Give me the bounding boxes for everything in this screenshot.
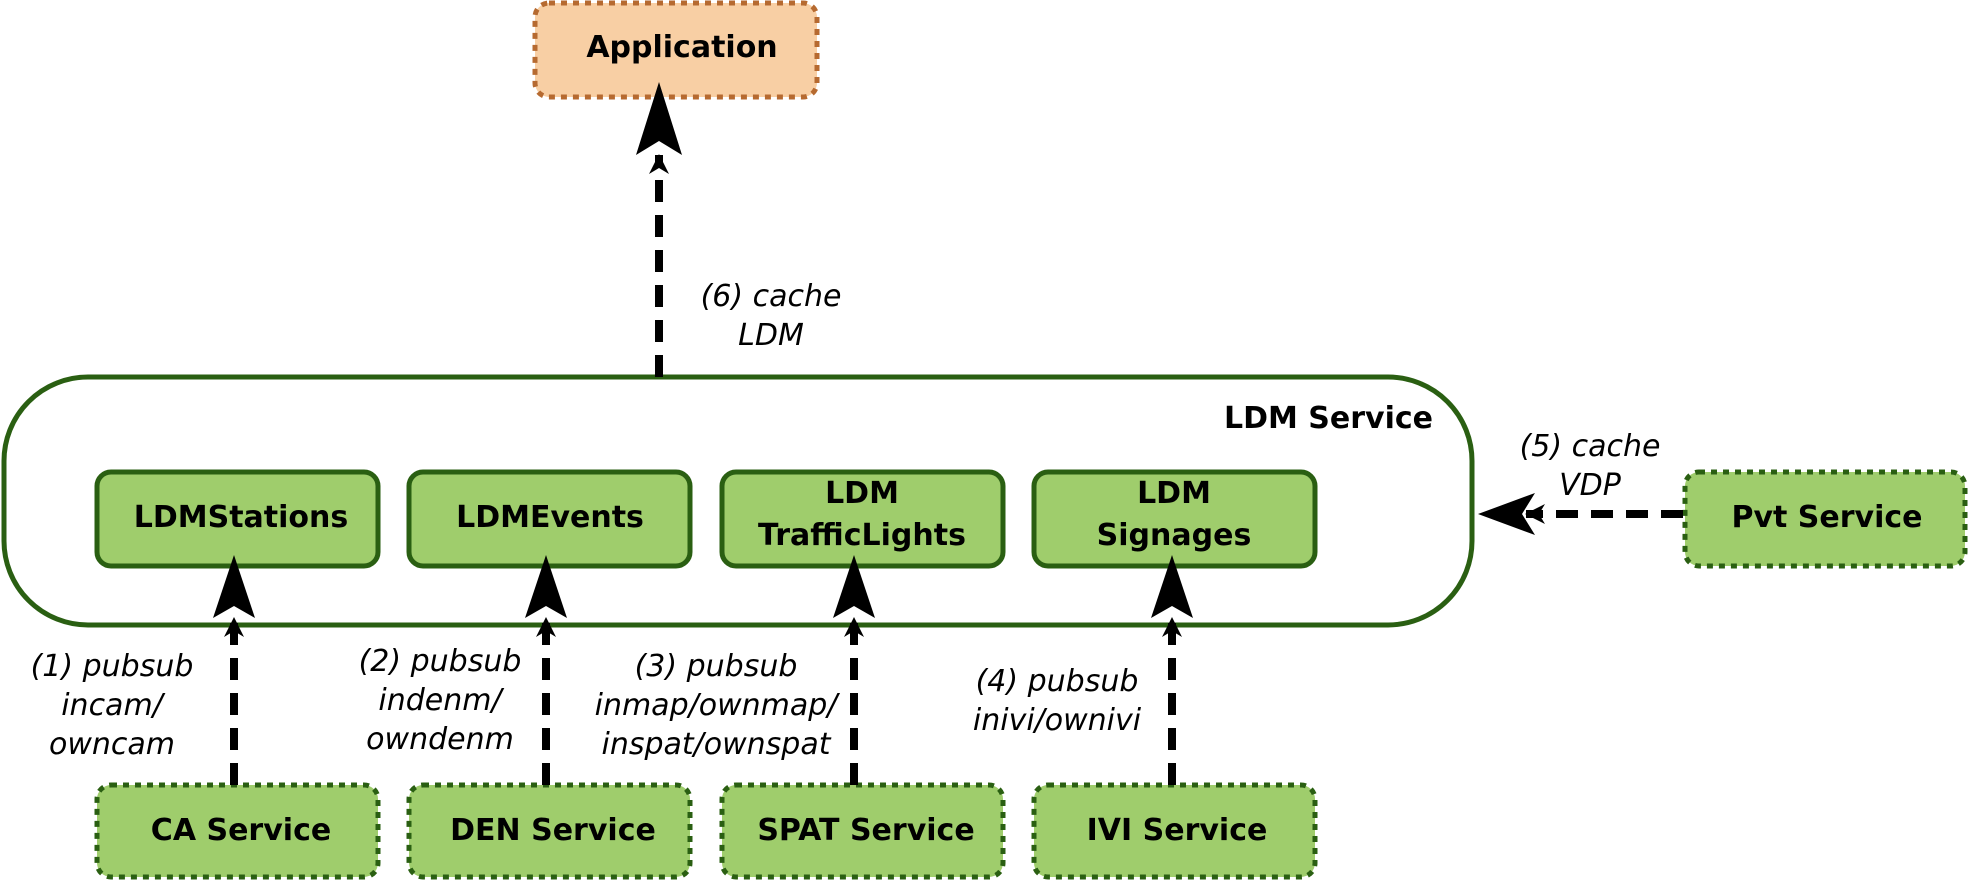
ldm-signages-label-1: LDM — [1137, 476, 1211, 511]
ldm-module-traffic-lights[interactable]: LDM TrafficLights — [719, 469, 1006, 569]
arrowhead-spat — [833, 555, 875, 618]
ldm-traffic-lights-label-2: TrafficLights — [758, 518, 966, 553]
ldm-signages-label-2: Signages — [1097, 518, 1252, 553]
ldm-module-signages[interactable]: LDM Signages — [1031, 469, 1318, 569]
ca-service-label: CA Service — [151, 813, 331, 848]
svg-text:inspat/ownspat: inspat/ownspat — [602, 727, 832, 762]
arrowhead-ivi — [1151, 555, 1193, 618]
svg-text:incam/: incam/ — [61, 688, 165, 723]
den-service-label: DEN Service — [450, 813, 656, 848]
svg-text:(5) cache: (5) cache — [1520, 429, 1661, 464]
spat-service-label: SPAT Service — [757, 813, 974, 848]
svg-text:VDP: VDP — [1559, 468, 1622, 503]
pvt-service-label: Pvt Service — [1731, 500, 1922, 535]
svg-text:indenm/: indenm/ — [378, 683, 504, 718]
ldm-service-title: LDM Service — [1224, 401, 1433, 436]
pvt-service-box[interactable]: Pvt Service — [1682, 469, 1968, 569]
ldm-module-stations[interactable]: LDMStations — [94, 469, 381, 569]
svg-text:(4) pubsub: (4) pubsub — [976, 664, 1139, 699]
ivi-service-label: IVI Service — [1087, 813, 1268, 848]
edge-label-4: (4) pubsub inivi/ownivi — [973, 664, 1142, 738]
ldm-events-label: LDMEvents — [456, 500, 644, 535]
edge-label-5: (5) cache VDP — [1520, 429, 1661, 503]
svg-text:inivi/ownivi: inivi/ownivi — [973, 703, 1142, 738]
application-box[interactable] — [532, 0, 820, 100]
edge-label-1: (1) pubsub incam/ owncam — [31, 649, 194, 762]
ldm-module-events[interactable]: LDMEvents — [406, 469, 693, 569]
svg-text:(3) pubsub: (3) pubsub — [635, 649, 798, 684]
edge-label-2: (2) pubsub indenm/ owndenm — [359, 644, 522, 757]
application-label: Application — [586, 30, 777, 65]
arrowhead-den — [525, 555, 567, 618]
svg-text:inmap/ownmap/: inmap/ownmap/ — [595, 688, 841, 723]
svg-text:(2) pubsub: (2) pubsub — [359, 644, 522, 679]
arrowhead-pvt — [1478, 493, 1535, 535]
ivi-service-box[interactable]: IVI Service — [1031, 782, 1318, 880]
svg-text:owndenm: owndenm — [366, 722, 514, 757]
edge-label-6: (6) cache LDM — [701, 279, 842, 353]
ldm-stations-label: LDMStations — [134, 500, 349, 535]
spat-service-box[interactable]: SPAT Service — [719, 782, 1006, 880]
ldm-traffic-lights-label-1: LDM — [825, 476, 899, 511]
svg-text:LDM: LDM — [738, 318, 804, 353]
den-service-box[interactable]: DEN Service — [406, 782, 693, 880]
edge-label-3: (3) pubsub inmap/ownmap/ inspat/ownspat — [595, 649, 841, 762]
svg-text:(6) cache: (6) cache — [701, 279, 842, 314]
arrowhead-application — [636, 82, 682, 155]
ca-service-box[interactable]: CA Service — [94, 782, 381, 880]
svg-text:(1) pubsub: (1) pubsub — [31, 649, 194, 684]
svg-text:owncam: owncam — [49, 727, 175, 762]
arrowhead-ca — [213, 555, 255, 618]
